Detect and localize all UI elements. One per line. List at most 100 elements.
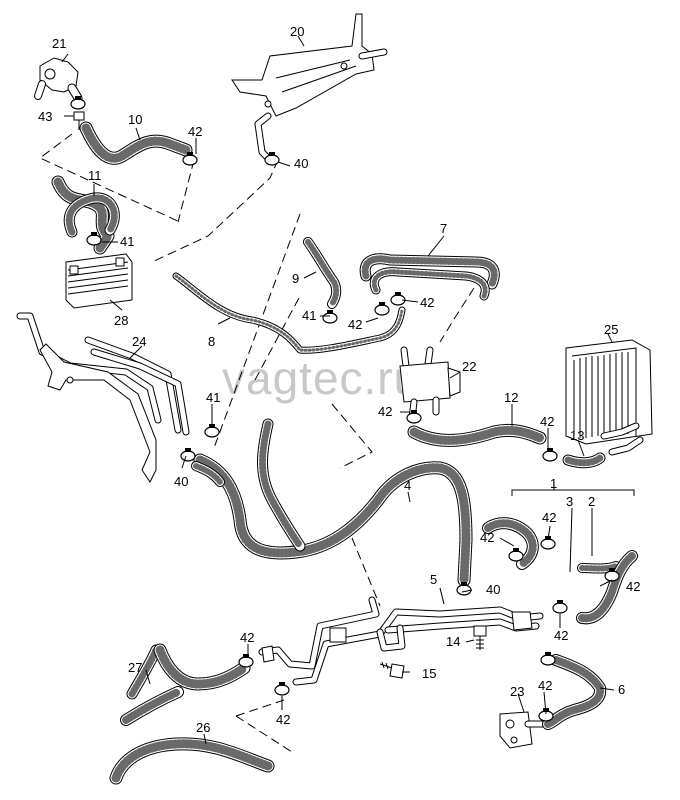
callout-21: 21 xyxy=(52,36,66,51)
part-11-hose xyxy=(51,175,115,255)
hose-clamps xyxy=(70,96,620,722)
part-7-hose-a xyxy=(359,253,500,290)
part-7-hose-b-hose-d xyxy=(371,269,488,299)
callout-42: 42 xyxy=(540,414,554,429)
callout-25: 25 xyxy=(604,322,618,337)
clamp-tab xyxy=(243,654,249,658)
part-27-hose-a-hose-d xyxy=(128,646,160,698)
part-24-pipe-assembly xyxy=(16,312,190,483)
callout-8: 8 xyxy=(208,334,215,349)
part-14-bolt xyxy=(473,625,487,650)
clamp-ring xyxy=(264,154,280,166)
clamp-ring xyxy=(604,570,620,582)
part-1-hose-b xyxy=(576,550,638,625)
callout-42: 42 xyxy=(240,630,254,645)
clamp-tab xyxy=(187,152,193,156)
part-12-hose-hose-d xyxy=(409,425,545,445)
part-4-hose-c-hose-d xyxy=(193,463,223,485)
callout-40: 40 xyxy=(486,582,500,597)
hose-clamp xyxy=(86,232,102,246)
leader-lines xyxy=(61,35,635,745)
clamp-tab xyxy=(185,448,191,452)
part-7-hose-a-hose-d xyxy=(361,255,498,288)
clamp-ring xyxy=(204,426,220,438)
hose-clamp xyxy=(406,410,422,424)
clamp-tab xyxy=(395,292,401,296)
hose-clamp xyxy=(238,654,254,668)
part-2-hose-hose-d xyxy=(579,563,619,572)
callout-7: 7 xyxy=(440,221,447,236)
callout-22: 22 xyxy=(462,359,476,374)
callout-6: 6 xyxy=(618,682,625,697)
hoses xyxy=(51,121,638,785)
callout-43: 43 xyxy=(38,109,52,124)
hose-clamp xyxy=(182,152,198,166)
part-4-hose-hose-d xyxy=(195,455,471,585)
part-4-hose-c xyxy=(191,461,225,487)
part-28-oil-cooler xyxy=(65,253,133,309)
callout-42: 42 xyxy=(554,628,568,643)
part-10-hose-hose-d xyxy=(81,123,191,163)
part-8-hose-hose-d xyxy=(174,274,404,352)
watermark: vagtec.ru xyxy=(222,352,420,404)
clamp-tab xyxy=(269,152,275,156)
callout-41: 41 xyxy=(206,390,220,405)
clamp-ring xyxy=(238,656,254,668)
clamp-tab xyxy=(411,410,417,414)
callout-42: 42 xyxy=(378,404,392,419)
part-5-pipe-assembly xyxy=(258,596,544,686)
part-27-hose-b xyxy=(153,643,251,691)
callout-26: 26 xyxy=(196,720,210,735)
clamp-ring xyxy=(322,312,338,324)
clamp-tab xyxy=(545,652,551,656)
part-9-hose xyxy=(303,237,342,309)
part-4-hose xyxy=(193,453,473,587)
hose-clamp xyxy=(390,292,406,306)
clamp-ring xyxy=(540,538,556,550)
clamp-tab xyxy=(75,96,81,100)
callout-40: 40 xyxy=(174,474,188,489)
part-10-hose xyxy=(79,121,193,165)
hose-clamp xyxy=(552,600,568,614)
callout-41: 41 xyxy=(120,234,134,249)
hose-clamp xyxy=(508,548,524,562)
part-9-hose-hose-d xyxy=(305,239,340,307)
part-11-hose-b-hose-d xyxy=(65,194,118,236)
clamp-ring xyxy=(182,154,198,166)
clamp-ring xyxy=(274,684,290,696)
clamp-ring xyxy=(406,412,422,424)
clamp-tab xyxy=(91,232,97,236)
clamp-ring xyxy=(456,584,472,596)
callout-10: 10 xyxy=(128,112,142,127)
callout-42: 42 xyxy=(348,317,362,332)
callout-42: 42 xyxy=(276,712,290,727)
part-27-hose-c xyxy=(120,686,184,726)
part-21-coolant-housing xyxy=(34,57,83,103)
callout-27: 27 xyxy=(128,660,142,675)
part-27-hose-c-hose-d xyxy=(122,688,182,724)
part-12-hose xyxy=(407,423,547,447)
hose-clamp xyxy=(604,568,620,582)
callout-40: 40 xyxy=(294,156,308,171)
callout-5: 5 xyxy=(430,572,437,587)
clamp-tab xyxy=(547,448,553,452)
part-15-bolt xyxy=(379,661,405,679)
part-1-hose-hose-d xyxy=(484,519,537,568)
clamp-tab xyxy=(513,548,519,552)
part-2-hose xyxy=(577,561,621,574)
part-6-hose-hose-d xyxy=(544,656,605,728)
clamp-tab xyxy=(557,600,563,604)
callout-13: 13 xyxy=(570,428,584,443)
callout-41: 41 xyxy=(302,308,316,323)
callout-42: 42 xyxy=(188,124,202,139)
part-1-hose xyxy=(482,517,539,570)
callout-11: 11 xyxy=(88,168,102,183)
part-1-hose-b-hose-d xyxy=(578,552,636,623)
callout-2: 2 xyxy=(588,494,595,509)
callout-labels: 21 43 10 42 11 41 28 24 20 40 9 7 8 41 4… xyxy=(38,24,640,735)
part-27-hose-a xyxy=(126,644,162,700)
callout-28: 28 xyxy=(114,313,128,328)
callout-24: 24 xyxy=(132,334,146,349)
assembly-guide-lines xyxy=(39,133,475,753)
